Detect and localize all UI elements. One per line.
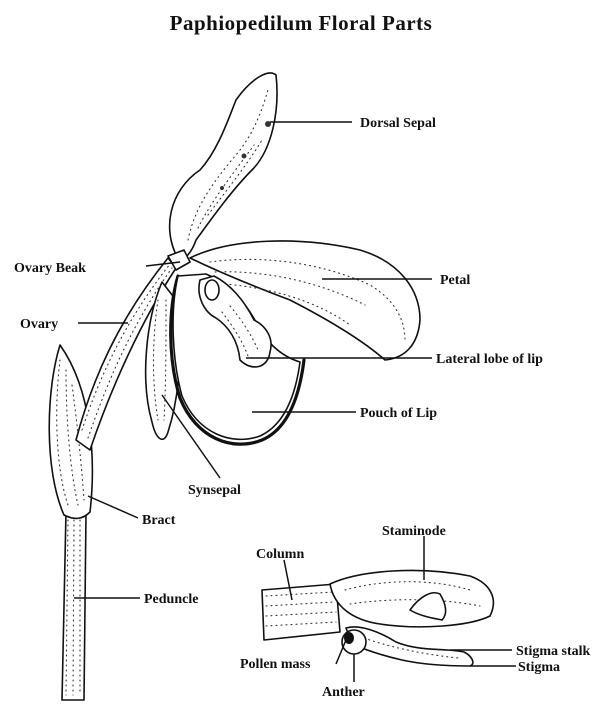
label-ovary-beak: Ovary Beak [14,261,86,276]
label-ovary: Ovary [20,317,58,332]
leader-pollen-mass [336,640,346,664]
label-dorsal-sepal: Dorsal Sepal [360,116,436,131]
sepal-spot [242,154,247,159]
label-column: Column [256,547,304,562]
staminode-front [205,280,219,300]
label-lateral-lobe: Lateral lobe of lip [436,352,543,367]
label-stigma-stalk: Stigma stalk [516,644,591,659]
dorsal-sepal-shape [170,73,277,262]
label-bract: Bract [142,513,176,528]
label-peduncle: Peduncle [144,592,198,607]
label-staminode: Staminode [382,524,446,539]
leader-bract [88,496,138,518]
peduncle-shape [62,512,86,700]
sepal-spot [220,186,224,190]
label-pouch: Pouch of Lip [360,406,437,421]
label-synsepal: Synsepal [188,483,241,498]
label-anther: Anther [322,685,365,700]
label-petal: Petal [440,273,470,288]
diagram-title: Paphiopedilum Floral Parts [170,11,433,35]
label-pollen-mass: Pollen mass [240,657,311,672]
label-stigma: Stigma [518,660,560,675]
